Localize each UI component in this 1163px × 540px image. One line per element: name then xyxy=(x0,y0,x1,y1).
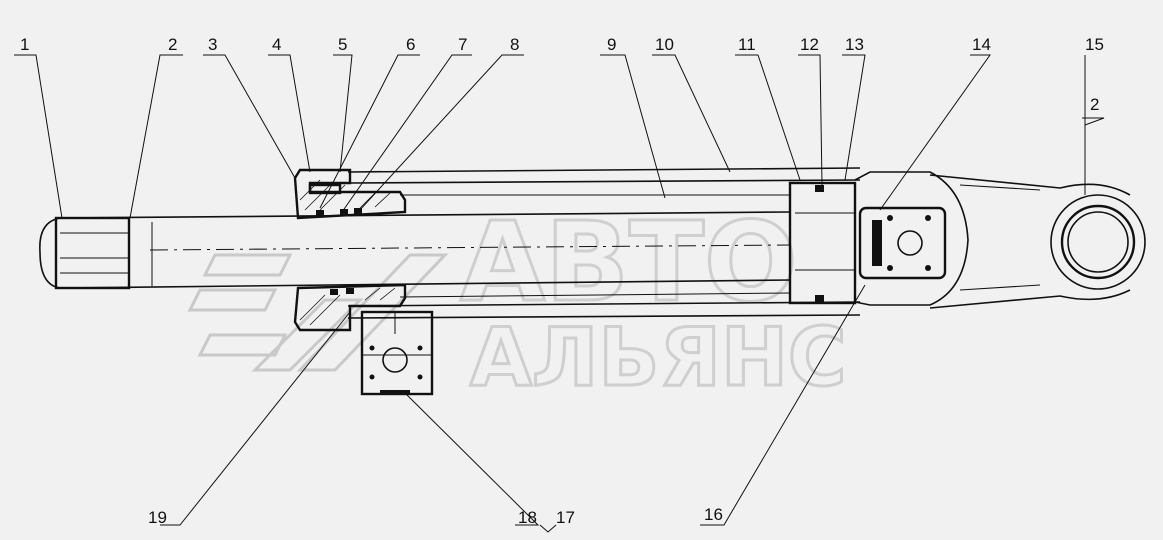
rear-head xyxy=(854,171,969,306)
gland-head xyxy=(293,168,407,332)
watermark: АВТО АЛЬЯНС xyxy=(187,197,848,406)
callout-17: 17 xyxy=(556,508,575,527)
callout-labels: 1 2 3 4 5 6 7 8 9 10 11 12 13 14 15 2 16… xyxy=(20,35,1104,527)
callout-2-right: 2 xyxy=(1090,95,1099,114)
callout-16: 16 xyxy=(704,505,723,524)
piston-rod xyxy=(39,211,791,289)
callout-4: 4 xyxy=(272,35,281,54)
watermark-line2: АЛЬЯНС xyxy=(470,311,847,404)
callout-14: 14 xyxy=(972,35,991,54)
callout-12: 12 xyxy=(800,35,819,54)
callout-13: 13 xyxy=(845,35,864,54)
callout-10: 10 xyxy=(655,35,674,54)
callout-11: 11 xyxy=(738,35,756,54)
callout-2-left: 2 xyxy=(168,35,177,54)
callout-15: 15 xyxy=(1085,35,1104,54)
cylinder-barrel xyxy=(347,167,861,319)
watermark-line1: АВТО xyxy=(460,198,798,326)
callout-18: 18 xyxy=(518,508,537,527)
callout-19: 19 xyxy=(148,508,167,527)
leader-lines xyxy=(14,54,1105,533)
piston xyxy=(788,181,857,305)
port-block xyxy=(360,310,434,396)
callout-8: 8 xyxy=(510,35,519,54)
callout-5: 5 xyxy=(338,35,347,54)
callout-1: 1 xyxy=(20,35,29,54)
rod-end-nut xyxy=(54,216,131,290)
callout-7: 7 xyxy=(458,35,467,54)
callout-6: 6 xyxy=(406,35,415,54)
callout-3: 3 xyxy=(208,35,217,54)
callout-9: 9 xyxy=(607,35,616,54)
clevis-eye xyxy=(929,174,1146,309)
